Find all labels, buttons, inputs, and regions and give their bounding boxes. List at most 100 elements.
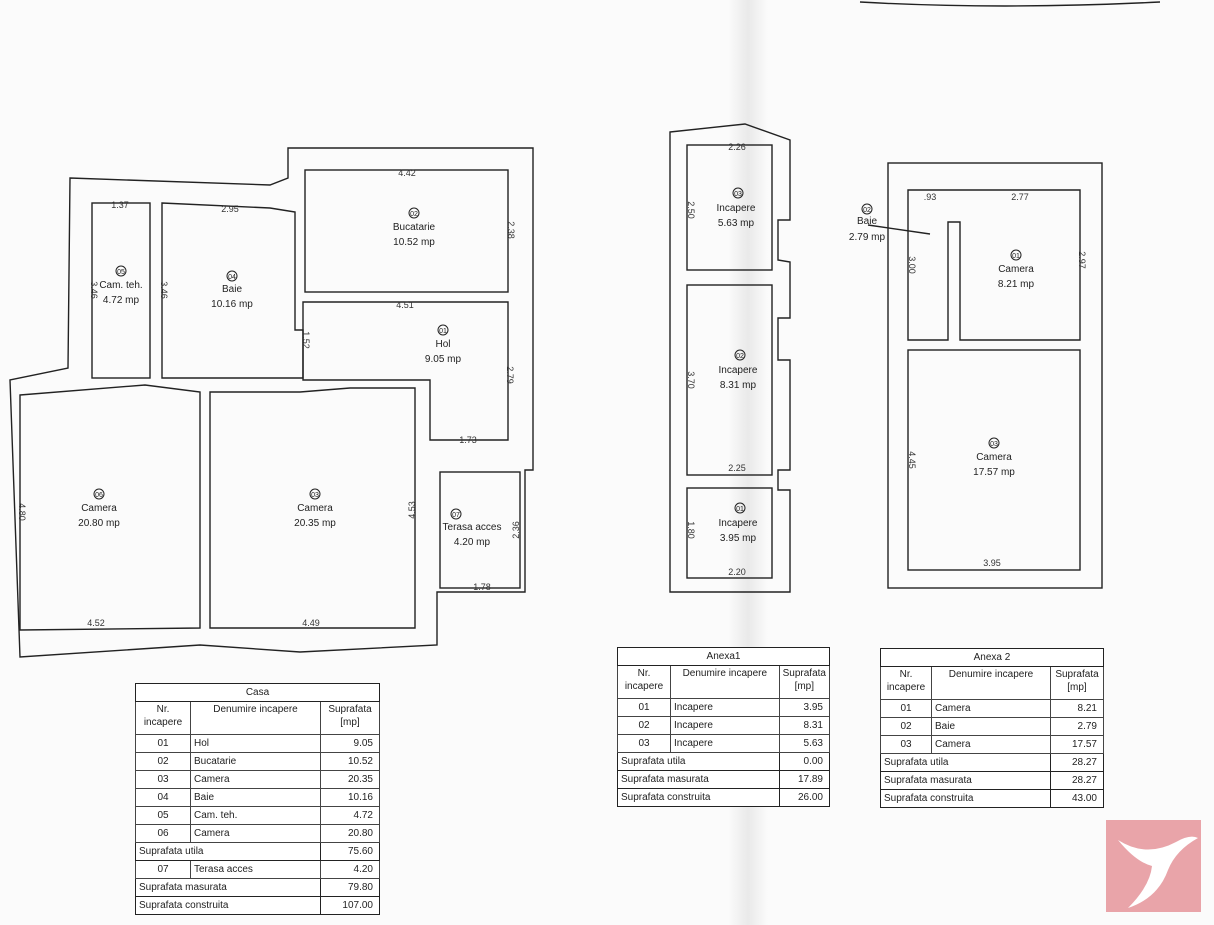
svg-text:2.95: 2.95 — [221, 204, 239, 214]
svg-text:Camera: Camera — [81, 503, 117, 514]
svg-text:2.26: 2.26 — [728, 142, 746, 152]
brand-logo — [1106, 820, 1201, 912]
table-cell: Cam. teh. — [190, 806, 321, 825]
table-cell: Camera — [190, 770, 321, 789]
table-title: Anexa1 — [617, 647, 830, 666]
svg-text:Bucatarie: Bucatarie — [393, 222, 436, 233]
table-cell: 107.00 — [320, 896, 380, 915]
svg-text:3.00: 3.00 — [907, 256, 917, 274]
table-cell: 43.00 — [1050, 789, 1104, 808]
table-cell: 03 — [135, 770, 191, 789]
anexa2-room-01-02 — [907, 189, 1081, 341]
table-cell: 4.20 — [320, 860, 380, 879]
svg-text:1.80: 1.80 — [686, 521, 696, 539]
room-bucatarie — [304, 169, 509, 293]
svg-text:01: 01 — [1012, 253, 1020, 260]
table-cell: 8.21 — [1050, 699, 1104, 718]
table-cell: Camera — [190, 824, 321, 843]
svg-text:8.21 mp: 8.21 mp — [998, 279, 1035, 290]
svg-text:4.80: 4.80 — [17, 503, 27, 521]
svg-text:20.35 mp: 20.35 mp — [294, 518, 336, 529]
svg-text:01: 01 — [439, 328, 447, 335]
svg-text:3.95: 3.95 — [983, 558, 1001, 568]
anexa2-outer-wall — [887, 162, 1103, 589]
svg-text:2.25: 2.25 — [728, 463, 746, 473]
table-cell: 10.52 — [320, 752, 380, 771]
table-cell: 8.31 — [778, 716, 831, 735]
table-cell: Suprafata masurata — [135, 878, 321, 897]
header-name: Denumire incapere — [670, 665, 780, 699]
svg-text:3.95 mp: 3.95 mp — [720, 533, 757, 544]
svg-text:1.73: 1.73 — [459, 435, 477, 445]
table-cell: 01 — [617, 698, 671, 717]
table-cell: 17.57 — [1050, 735, 1104, 754]
room-hol — [302, 301, 509, 441]
table-cell: 02 — [135, 752, 191, 771]
room-cam-teh — [91, 202, 151, 379]
anexa1-room-01 — [686, 487, 773, 579]
svg-text:03: 03 — [734, 191, 742, 198]
table-cell: 26.00 — [778, 788, 831, 807]
table-cell: 10.16 — [320, 788, 380, 807]
header-nr: Nr. incapere — [135, 701, 191, 735]
svg-text:Terasa acces: Terasa acces — [443, 522, 502, 533]
header-nr: Nr. incapere — [880, 666, 932, 700]
svg-text:3.46: 3.46 — [159, 281, 169, 299]
svg-text:03: 03 — [311, 492, 319, 499]
svg-text:2.77: 2.77 — [1011, 192, 1029, 202]
svg-text:2.36: 2.36 — [511, 521, 521, 539]
svg-text:Baie: Baie — [222, 284, 242, 295]
svg-text:2.20: 2.20 — [728, 567, 746, 577]
table-cell: 07 — [135, 860, 191, 879]
table-cell: 0.00 — [778, 752, 831, 771]
svg-text:4.20 mp: 4.20 mp — [454, 537, 491, 548]
svg-text:06: 06 — [95, 492, 103, 499]
table-cell: 28.27 — [1050, 771, 1104, 790]
table-cell: 01 — [880, 699, 932, 718]
svg-text:4.45: 4.45 — [907, 451, 917, 469]
table-cell: Suprafata construita — [617, 788, 780, 807]
svg-text:10.16 mp: 10.16 mp — [211, 299, 253, 310]
casa-outer-wall — [9, 147, 534, 658]
table-cell: 20.80 — [320, 824, 380, 843]
table-cell: 4.72 — [320, 806, 380, 825]
svg-text:01: 01 — [736, 506, 744, 513]
header-name: Denumire incapere — [931, 666, 1051, 700]
table-cell: 5.63 — [778, 734, 831, 753]
svg-text:03: 03 — [990, 441, 998, 448]
header-area: Suprafata [mp] — [1050, 666, 1104, 700]
svg-text:02: 02 — [410, 211, 418, 218]
svg-text:02: 02 — [863, 207, 871, 214]
svg-text:2.79: 2.79 — [505, 366, 515, 384]
svg-text:2.79 mp: 2.79 mp — [849, 232, 886, 243]
room-camera-06 — [19, 384, 201, 631]
svg-text:1.52: 1.52 — [301, 331, 311, 349]
table-cell: Camera — [931, 735, 1051, 754]
svg-text:Baie: Baie — [857, 216, 877, 227]
casa-dimensions: 1.37 2.95 4.42 2.38 3.46 3.46 4.51 1.52 … — [17, 168, 521, 628]
table-cell: 9.05 — [320, 734, 380, 753]
table-cell: 06 — [135, 824, 191, 843]
table-cell: Bucatarie — [190, 752, 321, 771]
swoosh-icon — [1118, 836, 1198, 908]
table-cell: Baie — [190, 788, 321, 807]
